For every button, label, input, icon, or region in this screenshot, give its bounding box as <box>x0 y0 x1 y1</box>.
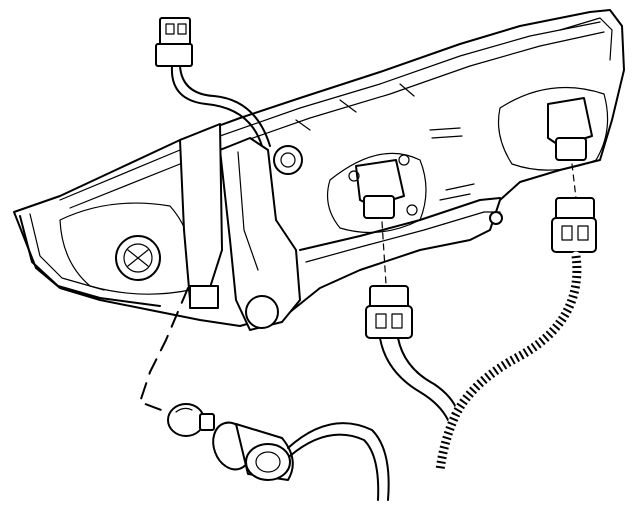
harness-connector-left <box>365 285 459 421</box>
headlamp-housing <box>13 9 625 331</box>
side-marker-bulb <box>167 403 215 437</box>
harness-connector-right <box>551 197 597 253</box>
bulb-socket-right <box>547 97 593 161</box>
corrugated-wiring-conduit <box>435 251 582 475</box>
bulb-socket-left <box>348 154 418 219</box>
installation-dash-line <box>139 163 577 415</box>
pigtail-connector-top <box>155 17 271 147</box>
side-marker-socket <box>212 421 390 501</box>
